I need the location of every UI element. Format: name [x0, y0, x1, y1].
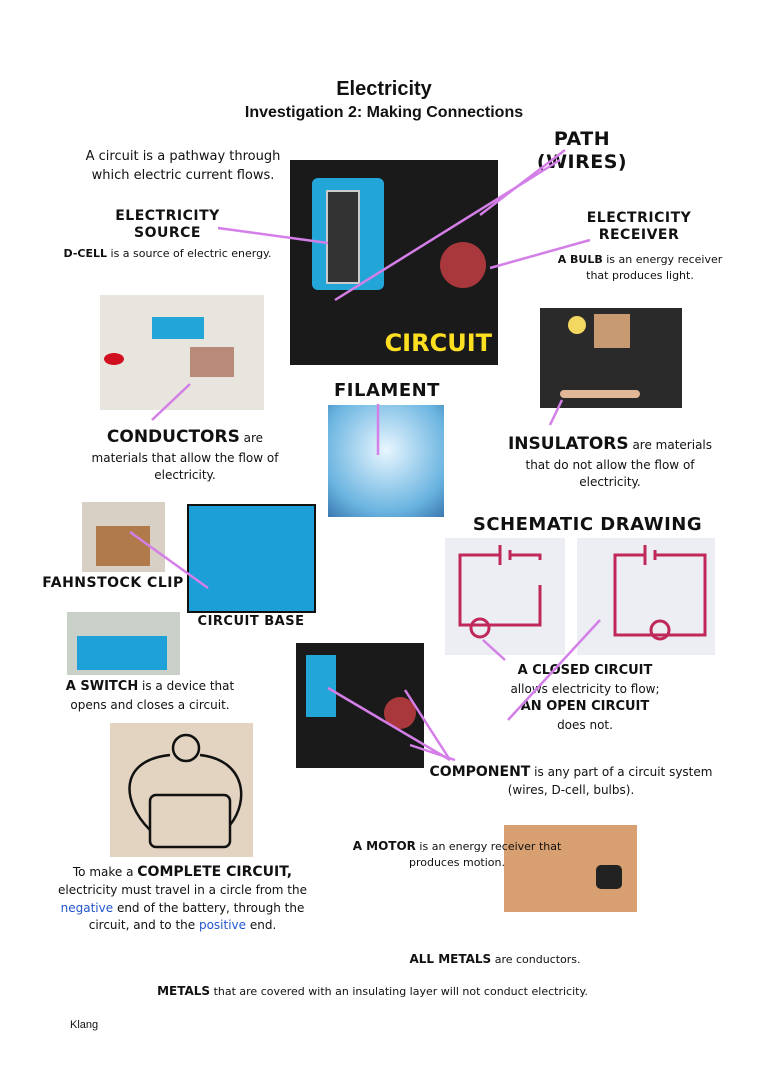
conductors-desc: are materials that allow the flow of ele… [91, 431, 279, 483]
disc-shape [568, 316, 586, 334]
page-title: Electricity [336, 78, 432, 100]
filament-label: FILAMENT [334, 380, 440, 401]
switch-desc: is a device that opens and closes a circ… [70, 679, 235, 712]
conductors-term: CONDUCTORS [106, 427, 240, 447]
fahnstock-photo [82, 502, 165, 572]
bulb-desc: is an energy receiver that produces ligh… [586, 253, 723, 282]
circuit-definition: A circuit is a pathway through which ele… [85, 149, 281, 183]
bulb-holder-shape [384, 697, 416, 729]
circuit-photo-label: CIRCUIT [384, 329, 492, 357]
component-term: COMPONENT [429, 764, 531, 780]
insulators-text: INSULATORS are materials that do not all… [500, 432, 720, 491]
page-subtitle: Investigation 2: Making Connections [244, 104, 524, 121]
dcell-text: D-CELL is a source of electric energy. [60, 246, 275, 262]
base-shape [152, 317, 204, 339]
author: Klang [70, 1019, 99, 1031]
conductors-text: CONDUCTORS are materials that allow the … [80, 425, 290, 484]
metals-text: METALS that are covered with an insulati… [140, 983, 605, 1000]
complete-t1: electricity must travel in a circle from… [58, 883, 307, 898]
complete-pre: To make a [72, 865, 138, 879]
closed-open-text: A CLOSED CIRCUIT allows electricity to f… [495, 662, 675, 734]
component-desc: is any part of a circuit system (wires, … [507, 765, 713, 798]
clip-shape [96, 526, 150, 566]
switch-term: A SWITCH [65, 679, 139, 694]
electricity-receiver-label: ELECTRICITY RECEIVER [586, 210, 692, 243]
stick-shape [560, 390, 640, 398]
circuit-base-photo [187, 504, 316, 613]
component-photo [296, 643, 424, 768]
switch-photo [67, 612, 180, 675]
fahnstock-label: FAHNSTOCK CLIP [42, 575, 184, 591]
open-circuit-desc: does not. [557, 718, 613, 733]
switch-text: A SWITCH is a device that opens and clos… [55, 678, 245, 714]
all-metals-text: ALL METALS are conductors. [390, 951, 600, 968]
complete-circuit-text: To make a COMPLETE CIRCUIT, electricity m… [50, 862, 315, 934]
bulb-shape [104, 353, 124, 365]
circuit-photo: CIRCUIT [290, 160, 498, 365]
motor-text: A MOTOR is an energy receiver that produ… [352, 838, 562, 871]
dcell-term: D-CELL [63, 247, 108, 260]
cardboard-shape [594, 314, 630, 348]
circuit-base-label: CIRCUIT BASE [197, 614, 305, 629]
insulators-desc: are materials that do not allow the flow… [525, 438, 713, 490]
complete-term: COMPLETE CIRCUIT, [137, 864, 293, 880]
motor-photo [504, 825, 637, 912]
bulb-text: A BULB is an energy receiver that produc… [545, 252, 735, 284]
schematic-drawing-label: SCHEMATIC DRAWING [472, 514, 703, 535]
metals-term: METALS [157, 984, 211, 998]
conductors-photo [100, 295, 264, 410]
motor-term: A MOTOR [352, 839, 416, 853]
negative-word: negative [60, 900, 114, 915]
insulators-photo [540, 308, 682, 408]
insulators-term: INSULATORS [507, 434, 629, 454]
bulb-photo [328, 405, 444, 517]
material-shape [190, 347, 234, 377]
positive-word: positive [198, 918, 247, 933]
dcell-desc: is a source of electric energy. [107, 247, 272, 260]
base-shape [306, 655, 336, 717]
component-text: COMPONENT is any part of a circuit syste… [422, 762, 720, 800]
complete-t2: end of the battery, through the circuit,… [88, 900, 305, 933]
schematic-open-photo [445, 538, 565, 655]
metals-desc: that are covered with an insulating laye… [210, 985, 588, 998]
motor-shape [596, 865, 622, 889]
bulb-holder-shape [440, 242, 486, 288]
open-circuit-term: AN OPEN CIRCUIT [520, 699, 650, 715]
schematic-closed-photo [577, 538, 715, 655]
complete-circuit-diagram [110, 723, 253, 857]
all-metals-desc: are conductors. [491, 953, 581, 966]
closed-circuit-desc: allows electricity to flow; [510, 681, 660, 696]
motor-desc: is an energy receiver that produces moti… [408, 840, 562, 870]
all-metals-term: ALL METALS [409, 952, 492, 966]
bulb-term: A BULB [557, 253, 603, 266]
closed-circuit-term: A CLOSED CIRCUIT [517, 663, 653, 678]
path-wires-label: PATH (WIRES) [536, 128, 628, 173]
switch-base-shape [77, 636, 167, 670]
complete-t3: end. [246, 918, 277, 933]
dcell-shape [326, 190, 360, 284]
electricity-source-label: ELECTRICITY SOURCE [115, 208, 220, 241]
